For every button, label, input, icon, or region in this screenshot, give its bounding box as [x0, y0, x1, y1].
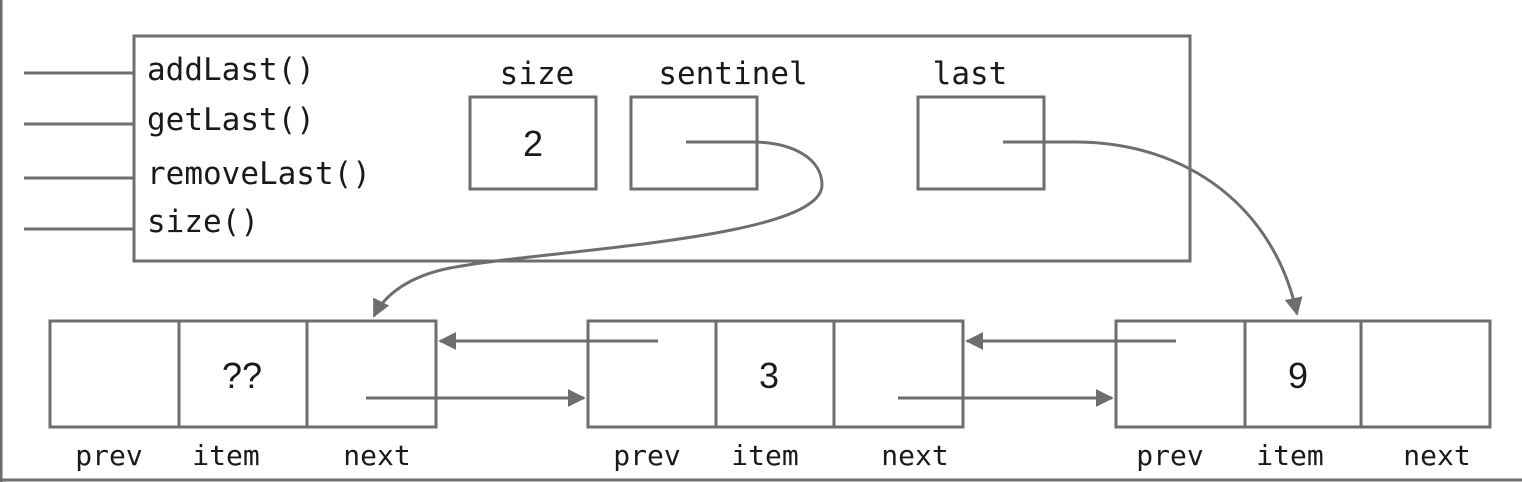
method-removelast: removeLast(): [147, 156, 371, 192]
sentinel-field-label: sentinel: [658, 56, 807, 92]
list-node: 9 prev item next: [1114, 319, 1492, 472]
node-item-label: item: [731, 439, 798, 472]
size-field-box: [468, 95, 598, 191]
method-getlast: getLast(): [147, 102, 315, 138]
node-item-value: 3: [759, 355, 779, 396]
node-prev-label: prev: [75, 439, 142, 472]
node-frame: [586, 319, 965, 429]
node-frame: [48, 319, 438, 429]
size-field-label: size: [500, 56, 575, 92]
node-prev-label: prev: [1136, 439, 1203, 472]
node-prev-label: prev: [613, 439, 680, 472]
node-item-value: 9: [1288, 355, 1308, 396]
node-next-label: next: [1403, 439, 1470, 472]
node-item-label: item: [1256, 439, 1323, 472]
last-field-label: last: [933, 56, 1008, 92]
node-next-label: next: [343, 439, 410, 472]
last-pointer-arrow: [1003, 140, 1303, 316]
sentinel-pointer-arrow: [372, 140, 824, 318]
node-next-label: next: [881, 439, 948, 472]
node-item-value: ??: [222, 355, 262, 396]
node-frame: [1114, 319, 1492, 429]
size-field-value: 2: [523, 123, 543, 164]
method-addlast: addLast(): [147, 52, 315, 88]
sentinel-node: ?? prev item next: [48, 319, 438, 472]
list-node: 3 prev item next: [586, 319, 965, 472]
method-size: size(): [147, 204, 259, 240]
node-item-label: item: [192, 439, 259, 472]
